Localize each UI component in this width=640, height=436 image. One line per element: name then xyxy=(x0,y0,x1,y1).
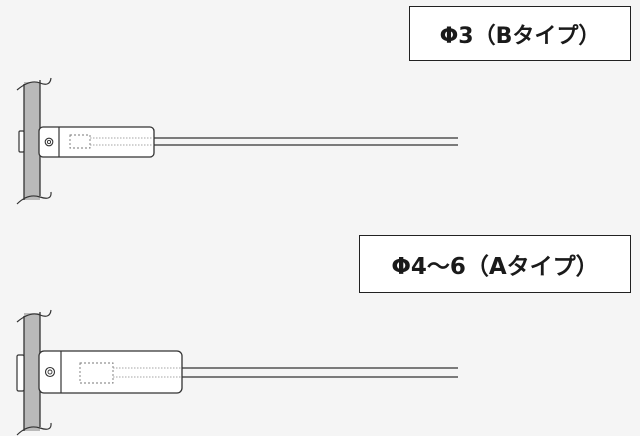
type-b-assembly xyxy=(16,77,458,205)
type-b-flange xyxy=(18,130,25,153)
type-a-dashed-insert xyxy=(79,362,114,384)
type-a-label: Φ4～6（Aタイプ） xyxy=(359,235,631,293)
type-b-dashed-insert xyxy=(69,134,91,149)
type-a-flange xyxy=(16,354,25,392)
type-a-connector-body xyxy=(38,350,183,394)
type-b-cable xyxy=(154,137,458,146)
type-b-screw-icon xyxy=(44,137,54,147)
type-a-screw-icon xyxy=(44,366,56,378)
type-a-cable xyxy=(182,367,458,378)
type-b-connector-body xyxy=(38,126,155,158)
type-a-assembly xyxy=(16,309,458,436)
type-b-label: Φ3（Bタイプ） xyxy=(409,6,631,61)
